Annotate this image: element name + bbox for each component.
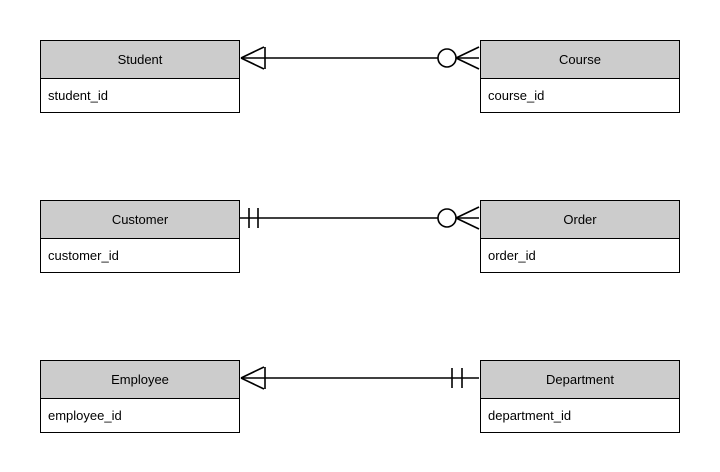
- entity-name-customer: Customer: [41, 201, 239, 239]
- cardinality-symbol-department-exactly-one: [451, 368, 463, 388]
- entity-box-course[interactable]: Course course_id: [480, 40, 680, 113]
- entity-name-employee: Employee: [41, 361, 239, 399]
- entity-name-course: Course: [481, 41, 679, 79]
- entity-box-student[interactable]: Student student_id: [40, 40, 240, 113]
- entity-name-student: Student: [41, 41, 239, 79]
- cardinality-symbol-student-one-or-more: [240, 46, 266, 70]
- cardinality-symbol-employee-one-or-more: [240, 366, 266, 390]
- entity-name-order: Order: [481, 201, 679, 239]
- cardinality-symbol-customer-exactly-one: [248, 208, 259, 228]
- connector-customer-order: [240, 206, 480, 230]
- cardinality-symbol-order-zero-or-more: [437, 206, 480, 230]
- cardinality-circle-order: [437, 208, 457, 228]
- entity-attribute-course-id: course_id: [481, 79, 679, 112]
- entity-box-order[interactable]: Order order_id: [480, 200, 680, 273]
- entity-box-employee[interactable]: Employee employee_id: [40, 360, 240, 433]
- entity-attribute-department-id: department_id: [481, 399, 679, 432]
- entity-attribute-employee-id: employee_id: [41, 399, 239, 432]
- entity-attribute-student-id: student_id: [41, 79, 239, 112]
- entity-attribute-customer-id: customer_id: [41, 239, 239, 272]
- entity-name-department: Department: [481, 361, 679, 399]
- entity-box-department[interactable]: Department department_id: [480, 360, 680, 433]
- cardinality-circle-course: [437, 48, 457, 68]
- entity-attribute-order-id: order_id: [481, 239, 679, 272]
- entity-box-customer[interactable]: Customer customer_id: [40, 200, 240, 273]
- cardinality-symbol-course-zero-or-more: [437, 46, 480, 70]
- connector-employee-department: [240, 366, 479, 390]
- connector-student-course: [240, 46, 480, 70]
